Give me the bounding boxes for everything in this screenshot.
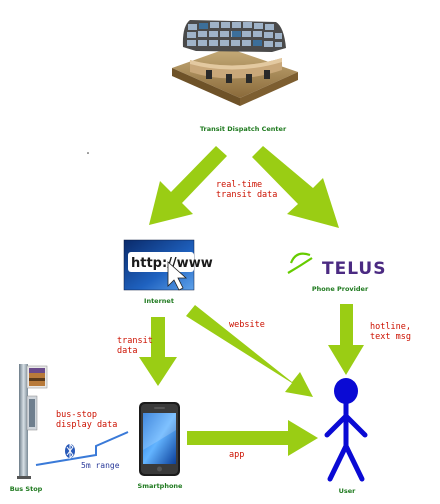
edge-label-bus-stop: bus-stop [56,410,97,420]
browser-url-icon: http://www [123,239,213,291]
edge-label-website: website [229,320,265,330]
node-label-provider: Phone Provider [312,285,369,293]
svg-text:http://www: http://www [131,256,213,271]
arrow-dispatch-to-provider [252,146,339,228]
edge-label-hotline: hotline, [370,322,411,332]
arrow-internet-to-smartphone [139,317,177,386]
bluetooth-icon [65,442,75,460]
stray-dot [87,152,89,154]
edge-label-app: app [229,450,244,460]
stick-figure-icon [324,378,368,482]
node-label-bus-stop: Bus Stop [10,485,43,493]
bluetooth-link: 5m range [35,431,129,470]
arrow-smartphone-to-user [187,420,318,456]
edge-label-transit: transit [117,336,153,346]
edge-label-realtime: real-time [216,180,262,190]
arrow-provider-to-user [328,304,364,375]
range-label: 5m range [81,461,120,470]
node-label-internet: Internet [144,297,174,305]
edge-label-text-msg: text msg [370,332,411,342]
node-label-dispatch: Transit Dispatch Center [200,125,287,133]
node-label-user: User [339,487,357,495]
smartphone-icon [139,402,180,476]
svg-text:TELUS: TELUS [322,259,386,279]
node-label-smartphone: Smartphone [138,482,184,490]
telus-logo-icon: TELUS [287,252,386,279]
control-room-icon [172,20,298,106]
edge-label-data: data [117,346,137,356]
edge-label-display-data: display data [56,420,117,430]
arrow-dispatch-to-internet [149,146,227,225]
bus-stop-sign-icon [17,364,48,479]
arrow-internet-to-user [186,305,313,397]
edge-label-transit-data-top: transit data [216,190,277,200]
